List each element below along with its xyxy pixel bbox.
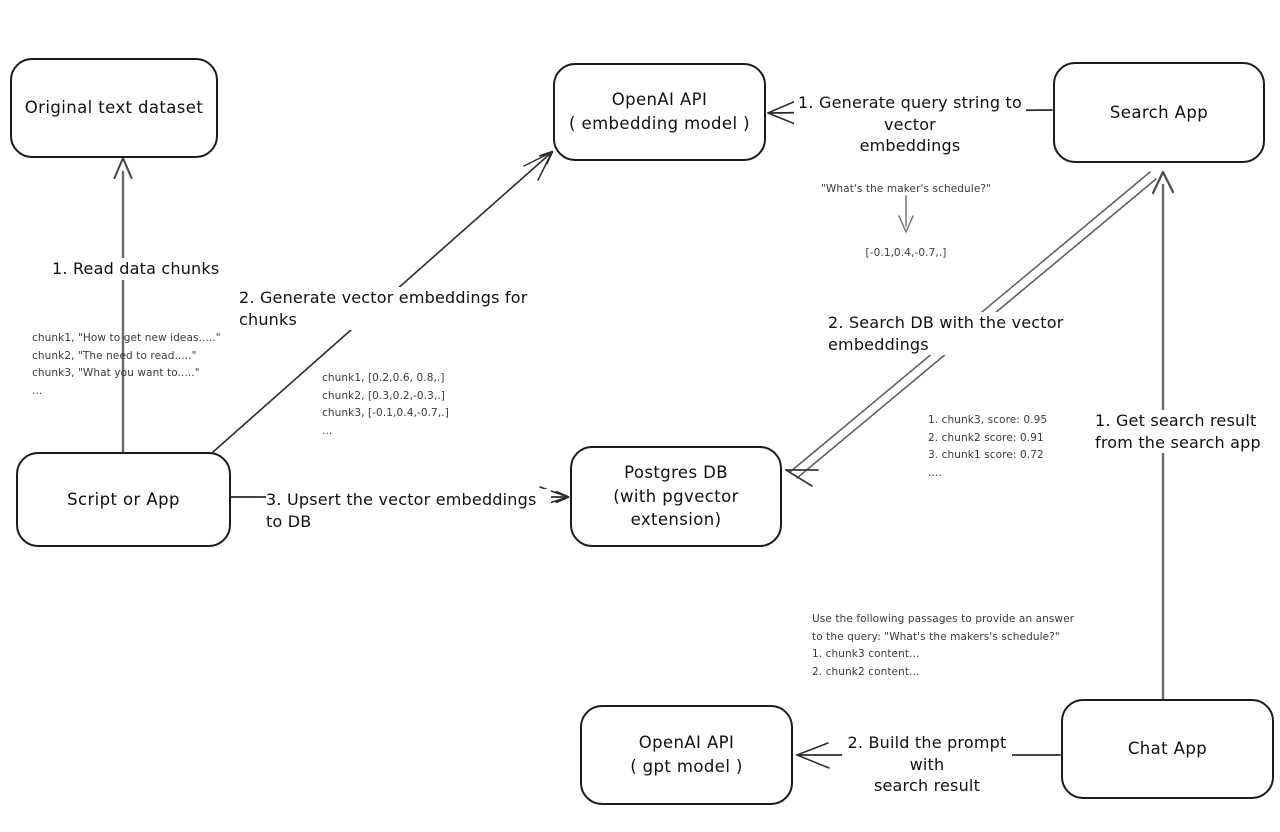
- annotation-search-results: 1. chunk3, score: 0.95 2. chunk2 score: …: [928, 414, 1048, 479]
- node-label: Original text dataset: [24, 98, 204, 118]
- node-script-or-app[interactable]: Script or App: [16, 452, 231, 547]
- edge-read-data-chunks: [113, 156, 133, 457]
- edge-query-to-vector: [898, 195, 914, 233]
- node-search-app[interactable]: Search App: [1053, 62, 1265, 163]
- annotation-query-string: "What's the maker's schedule?": [821, 183, 991, 195]
- node-label-line2: ( embedding model ): [569, 114, 750, 133]
- node-label: Search App: [1109, 102, 1209, 122]
- edge-label-get-search-result: 1. Get search result from the search app: [1095, 410, 1275, 454]
- node-label-line2: (with pgvector extension): [613, 486, 739, 530]
- edge-label-upsert-embeddings: 3. Upsert the vector embeddings to DB: [266, 489, 551, 533]
- annotation-query-vector: [-0.1,0.4,-0.7,.]: [865, 247, 947, 259]
- edge-label-build-prompt: 2. Build the prompt with search result: [842, 732, 1012, 797]
- node-label-line1: OpenAI API: [638, 733, 735, 753]
- edge-label-generate-vector-embeddings: 2. Generate vector embeddings for chunks: [239, 287, 539, 331]
- node-label-line1: Postgres DB: [624, 462, 728, 482]
- node-label: Script or App: [67, 489, 180, 509]
- node-label-line1: OpenAI API: [611, 90, 708, 110]
- annotation-chunk-vectors: chunk1, [0.2,0.6, 0.8,.] chunk2, [0.3,0.…: [322, 372, 449, 437]
- edge-label-read-data-chunks: 1. Read data chunks: [52, 258, 232, 280]
- node-openai-api-gpt-model[interactable]: OpenAI API ( gpt model ): [580, 705, 793, 805]
- node-openai-api-embedding-model[interactable]: OpenAI API ( embedding model ): [553, 63, 766, 161]
- edge-label-search-db: 2. Search DB with the vector embeddings: [828, 312, 1128, 356]
- node-label: Chat App: [1127, 739, 1208, 759]
- node-chat-app[interactable]: Chat App: [1061, 699, 1274, 799]
- annotation-prompt-text: Use the following passages to provide an…: [812, 613, 1075, 678]
- node-postgres-db[interactable]: Postgres DB (with pgvector extension): [570, 446, 782, 547]
- node-label-line2: ( gpt model ): [630, 757, 743, 776]
- edge-label-generate-query-embeddings: 1. Generate query string to vector embed…: [794, 92, 1026, 157]
- node-original-text-dataset[interactable]: Original text dataset: [10, 58, 218, 158]
- annotation-raw-chunks: chunk1, "How to get new ideas....." chun…: [32, 332, 221, 397]
